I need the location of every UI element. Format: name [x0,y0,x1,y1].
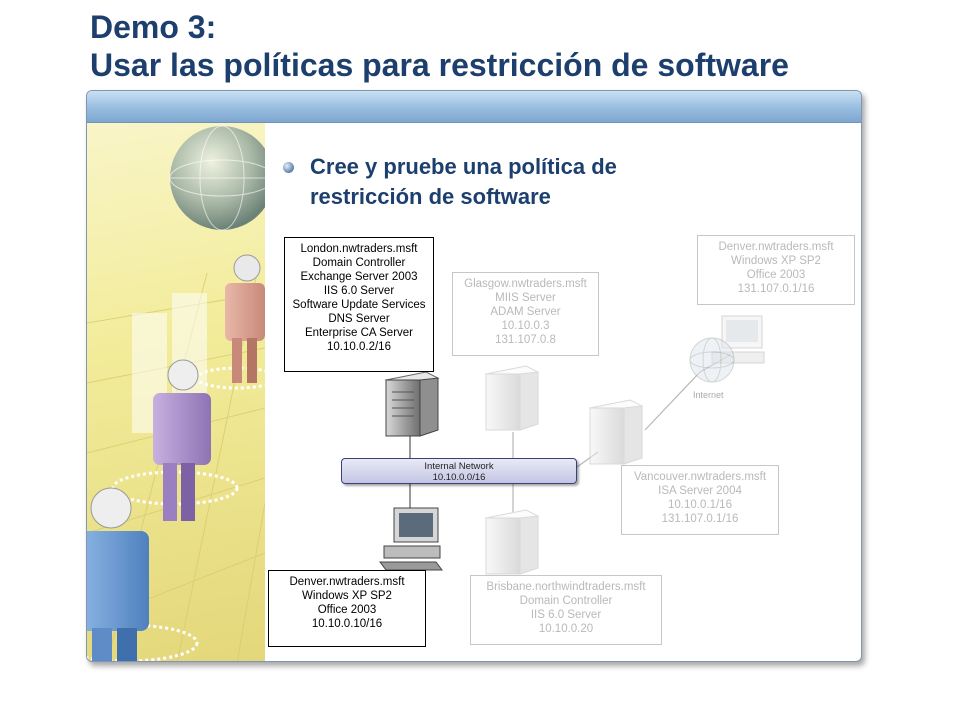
server-icon [384,371,440,437]
internet-globe-icon [689,337,735,383]
box-line: MIIS Server [495,292,556,304]
box-line: London.nwtraders.msft [300,243,418,255]
denver-external-box: Denver.nwtraders.msft Windows XP SP2 Off… [697,235,855,305]
slide-title-line1: Demo 3: [90,9,217,45]
box-line: 131.107.0.8 [495,334,556,346]
brisbane-server-box: Brisbane.northwindtraders.msft Domain Co… [470,575,662,645]
network-name: Internal Network [424,461,494,472]
bullet-line2: restricción de software [310,184,551,209]
glasgow-server-box: Glasgow.nwtraders.msft MIIS Server ADAM … [452,272,599,356]
box-line: Office 2003 [317,604,377,616]
bullet-icon [283,162,294,173]
box-line: Domain Controller [312,257,406,269]
server-icon [484,365,540,431]
box-line: ADAM Server [490,306,561,318]
person-icon [225,254,265,383]
network-subnet: 10.10.0.0/16 [432,472,486,483]
box-line: ISA Server 2004 [658,485,742,497]
box-line: 10.10.0.3 [501,320,550,332]
denver-internal-box: Denver.nwtraders.msft Windows XP SP2 Off… [268,570,426,647]
box-line: 10.10.0.1/16 [668,499,732,511]
box-line: Vancouver.nwtraders.msft [633,471,767,483]
box-line: Windows XP SP2 [302,590,392,602]
box-line: Domain Controller [519,595,613,607]
box-line: IIS 6.0 Server [323,285,395,297]
box-line: 131.107.0.1/16 [661,513,739,525]
frame-header-bar [87,91,861,123]
box-line: Denver.nwtraders.msft [289,576,405,588]
box-line: 10.10.0.10/16 [311,618,383,630]
server-icon [484,509,540,575]
slide-title-line2: Usar las políticas para restricción de s… [90,47,789,83]
box-line: 10.10.0.2/16 [327,341,391,353]
box-line: Windows XP SP2 [731,255,821,267]
box-line: 131.107.0.1/16 [737,283,815,295]
workstation-icon [379,507,443,571]
box-line: Brisbane.northwindtraders.msft [486,581,646,593]
box-line: Software Update Services [292,299,426,311]
box-line: DNS Server [328,313,390,325]
box-line: 10.10.0.20 [538,623,594,635]
bullet-text: Cree y pruebe una política de restricció… [310,152,730,212]
decorative-illustration [87,125,265,661]
content-frame [86,90,862,662]
internal-network-bar: Internal Network 10.10.0.0/16 [341,458,577,484]
box-line: Glasgow.nwtraders.msft [464,278,587,290]
person-icon [87,487,149,661]
globe-icon [169,125,265,231]
person-icon [153,359,211,521]
server-icon [588,399,644,465]
london-server-box: London.nwtraders.msft Domain Controller … [284,237,434,372]
internet-label: Internet [693,390,724,400]
box-line: Office 2003 [746,269,806,281]
bullet-line1: Cree y pruebe una política de [310,154,617,179]
box-line: Enterprise CA Server [304,327,413,339]
box-line: Exchange Server 2003 [300,271,418,283]
slide-title: Demo 3: Usar las políticas para restricc… [90,8,940,84]
vancouver-server-box: Vancouver.nwtraders.msft ISA Server 2004… [621,465,779,535]
box-line: IIS 6.0 Server [530,609,602,621]
box-line: Denver.nwtraders.msft [718,241,834,253]
decorative-left-panel [87,123,265,661]
